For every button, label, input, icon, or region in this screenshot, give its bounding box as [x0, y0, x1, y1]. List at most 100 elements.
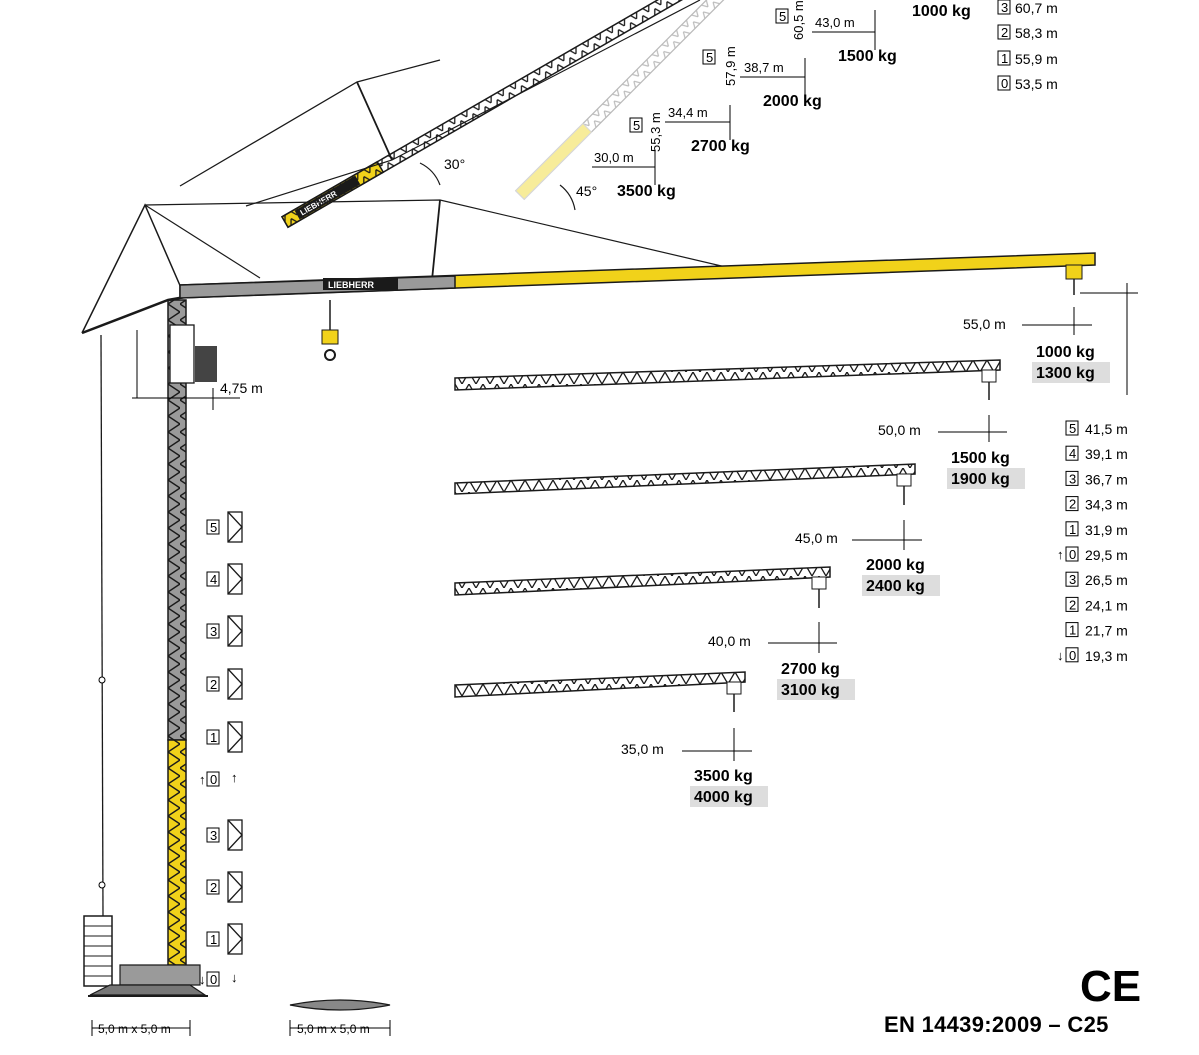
height-value: 55,9 m — [1015, 51, 1058, 67]
config-load-alt: 2400 kg — [866, 578, 925, 595]
section-number: 5 — [210, 520, 217, 535]
jib-brand-text: LIEBHERR — [328, 280, 375, 290]
mast-segment-icon — [227, 871, 243, 903]
luffing-step-radius: 30,0 m — [594, 150, 634, 165]
section-box — [206, 971, 220, 987]
mast-segment-icon — [227, 511, 243, 543]
mast-section-item: 4 — [206, 563, 243, 595]
ballast-stack — [83, 915, 113, 987]
height-box-number: 0 — [1069, 547, 1076, 562]
top-height-row: 2 58,3 m — [997, 24, 1058, 41]
height-box-number: 4 — [1069, 446, 1076, 461]
luffing-step-load: 2000 kg — [763, 93, 822, 110]
luffing-step-radius: 38,7 m — [744, 60, 784, 75]
mast-section-item: 1 — [206, 923, 243, 955]
mast-segment-icon — [227, 923, 243, 955]
config-load-alt: 1900 kg — [951, 471, 1010, 488]
luffing-step-radius: 34,4 m — [668, 105, 708, 120]
luffing-step-mast: 5 — [633, 118, 640, 133]
section-number: 0 — [210, 972, 217, 987]
height-value: 58,3 m — [1015, 25, 1058, 41]
height-value: 34,3 m — [1085, 497, 1128, 513]
mast-segment-icon — [227, 721, 243, 753]
angle-45-label: 45° — [576, 183, 597, 199]
height-box-number: 2 — [1069, 597, 1076, 612]
config-load: 1000 kg — [1036, 344, 1095, 361]
hook-height-row: 4 39,1 m — [1065, 445, 1128, 462]
jib-config-label: 45,0 m 2000 kg 2400 kg — [795, 520, 940, 596]
height-box-number: 1 — [1001, 51, 1008, 66]
arrow-up-icon: ↑ — [231, 770, 238, 785]
config-radius: 45,0 m — [795, 530, 838, 546]
height-box-number: 2 — [1069, 497, 1076, 512]
top-height-row: 3 60,7 m — [997, 0, 1058, 16]
mast-section-item: ↓↓0 — [199, 970, 238, 987]
hook-height-row: 1 21,7 m — [1065, 622, 1128, 639]
luffing-step-height: 55,3 m — [648, 112, 663, 152]
angle-30-label: 30° — [444, 156, 465, 172]
section-box — [206, 571, 220, 587]
mast-section-item: 5 — [206, 511, 243, 543]
config-load-alt-bg — [1032, 362, 1110, 383]
top-height-list: 3 60,7 m 2 58,3 m 1 55,9 m 0 53,5 m — [997, 0, 1058, 92]
mast-section-item: 1 — [206, 721, 243, 753]
standard-label: EN 14439:2009 – C25 — [884, 1012, 1109, 1037]
config-load: 1500 kg — [951, 450, 1010, 467]
config-load: 2000 kg — [866, 557, 925, 574]
height-box-number: 1 — [1069, 522, 1076, 537]
mast-segment-icon — [227, 563, 243, 595]
mast-section-item: 3 — [206, 819, 243, 851]
mast-box — [629, 117, 643, 133]
height-box — [1065, 445, 1079, 461]
height-value: 26,5 m — [1085, 572, 1128, 588]
luffing-step-mast: 5 — [779, 9, 786, 24]
mast-section-item: 2 — [206, 871, 243, 903]
config-load: 2700 kg — [781, 661, 840, 678]
config-load-alt-bg — [947, 468, 1025, 489]
luffing-step-height: 57,9 m — [723, 46, 738, 86]
jib-config-35 — [454, 671, 746, 712]
mast-section-item: 2 — [206, 668, 243, 700]
luffing-step-load: 2700 kg — [691, 138, 750, 155]
mast-box — [775, 8, 789, 24]
config-radius: 40,0 m — [708, 633, 751, 649]
config-load-alt-bg — [690, 786, 768, 807]
height-box — [1065, 571, 1079, 587]
height-value: 29,5 m — [1085, 547, 1128, 563]
section-number: 0 — [210, 772, 217, 787]
height-box-number: 1 — [1069, 623, 1076, 638]
height-box-number: 5 — [1069, 421, 1076, 436]
base-left-label: 5,0 m x 5,0 m — [98, 1022, 171, 1036]
luffing-jib-45: 45° — [514, 0, 738, 211]
jib-config-40 — [454, 566, 831, 608]
section-number: 2 — [210, 880, 217, 895]
luffing-step-radius: 43,0 m — [815, 15, 855, 30]
height-box-number: 2 — [1001, 25, 1008, 40]
config-load-alt: 3100 kg — [781, 682, 840, 699]
section-number: 3 — [210, 828, 217, 843]
luffing-step-load: 3500 kg — [617, 183, 676, 200]
section-box — [206, 879, 220, 895]
crane-tower — [81, 199, 731, 997]
height-value: 39,1 m — [1085, 446, 1128, 462]
section-number: 1 — [210, 932, 217, 947]
height-box — [1065, 496, 1079, 512]
height-box-number: 3 — [1001, 0, 1008, 15]
config-load-alt-bg — [862, 575, 940, 596]
section-number: 1 — [210, 730, 217, 745]
height-value: 21,7 m — [1085, 623, 1128, 639]
height-box-number: 3 — [1069, 572, 1076, 587]
arrow-down-icon: ↓ — [199, 972, 206, 987]
luffing-step-mast: 5 — [706, 50, 713, 65]
jib-config-50 — [454, 359, 1001, 400]
config-radius: 50,0 m — [878, 422, 921, 438]
counter-jib-length: 4,75 m — [220, 380, 263, 396]
section-box — [206, 931, 220, 947]
